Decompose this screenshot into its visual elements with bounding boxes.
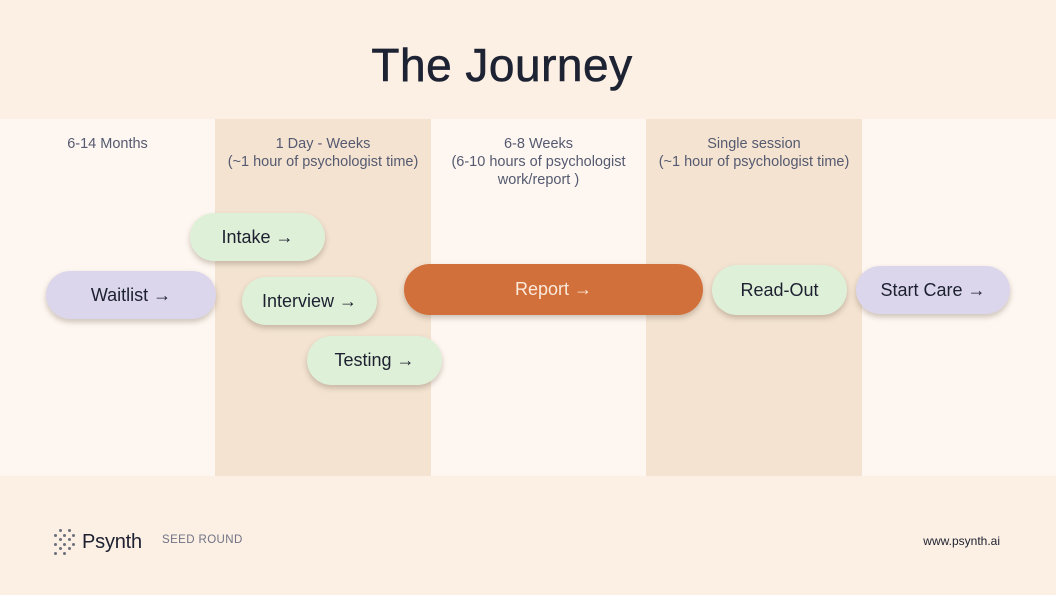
brand-logo: Psynth	[54, 529, 142, 555]
psynth-logo-icon	[54, 529, 76, 555]
website-url: www.psynth.ai	[923, 534, 1000, 548]
waitlist-step: Waitlist →	[46, 271, 216, 319]
interview-step: Interview →	[242, 277, 377, 325]
column-label-assessment: 1 Day - Weeks (~1 hour of psychologist t…	[227, 136, 419, 170]
start-care-step: Start Care →	[856, 266, 1010, 314]
page-title: The Journey	[371, 39, 633, 92]
testing-step: Testing →	[307, 336, 442, 385]
intake-step: Intake →	[190, 213, 325, 261]
readout-step: Read-Out	[712, 265, 847, 315]
funding-round-label: SEED ROUND	[162, 534, 243, 546]
column-label-waitlist: 6-14 Months	[67, 136, 148, 152]
brand-name: Psynth	[82, 530, 142, 553]
column-label-readout: Single session (~1 hour of psychologist …	[658, 136, 850, 170]
report-step: Report →	[404, 264, 703, 315]
column-label-report: 6-8 Weeks (6-10 hours of psychologist wo…	[451, 136, 626, 188]
